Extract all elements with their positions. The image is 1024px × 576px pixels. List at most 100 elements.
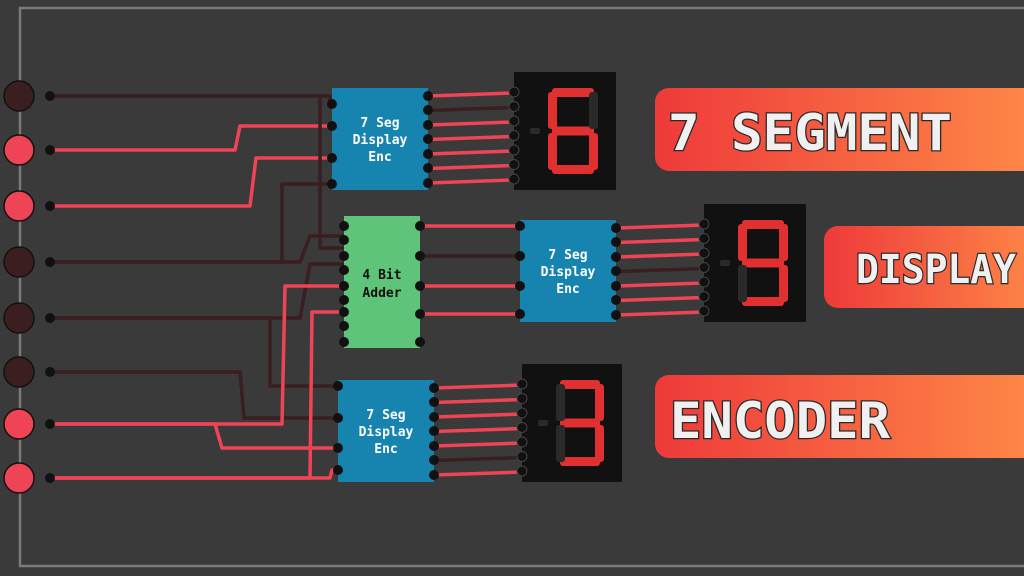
adder-label-2: Adder: [362, 286, 401, 301]
input-pin: [45, 201, 55, 211]
display-pin: [508, 144, 520, 156]
input-toggle[interactable]: [3, 134, 35, 166]
banner-3-shape: [655, 375, 1024, 458]
segment-dash: [530, 128, 540, 134]
output-wire: [615, 266, 705, 274]
chip-pin: [429, 412, 439, 422]
segment-g: [742, 258, 784, 268]
encoder-chip-mid[interactable]: 7 Seg Display Enc: [520, 220, 616, 322]
output-wire: [615, 252, 705, 259]
display-pin: [516, 451, 528, 462]
display-pin: [698, 291, 710, 302]
chip-pin: [415, 309, 425, 319]
segment-g: [552, 126, 594, 136]
chip-pin: [423, 149, 433, 159]
input-toggle[interactable]: [3, 246, 35, 278]
encoder-bottom-label-1: 7 Seg: [366, 408, 405, 423]
encoder-bottom-body: [338, 380, 434, 482]
encoder-bottom-label-2: Display: [359, 425, 414, 440]
display-pin: [698, 247, 710, 259]
chip-pin: [611, 295, 621, 305]
chip-pin: [327, 153, 337, 163]
chip-pin: [515, 221, 525, 231]
wire: [50, 182, 332, 264]
wire: [50, 284, 344, 426]
display-pin: [698, 305, 710, 317]
display-pin: [516, 407, 528, 419]
wire: [50, 262, 344, 320]
encoder-chip-top[interactable]: 7 Seg Display Enc: [332, 88, 428, 190]
chip-pin: [339, 265, 349, 275]
output-wire: [433, 426, 523, 434]
input-pin: [45, 313, 55, 323]
chip-pin: [423, 134, 433, 144]
input-toggle[interactable]: [3, 80, 35, 112]
segment-b: [589, 92, 598, 129]
output-wire: [427, 149, 515, 156]
wire: [50, 124, 330, 152]
display-pin: [508, 130, 520, 141]
input-pins: [3, 80, 55, 494]
title-banner-3: ENCODER: [655, 375, 1024, 458]
chip-pin: [515, 281, 525, 291]
display-pin: [698, 218, 710, 230]
chip-pin: [611, 281, 621, 291]
chip-pin: [423, 105, 433, 115]
chip-pin: [611, 252, 621, 262]
wires: [50, 91, 705, 480]
display-pin: [516, 465, 528, 477]
chip-pin: [423, 163, 433, 173]
title-banner-2: DISPLAY: [824, 226, 1024, 308]
output-wire: [433, 412, 523, 419]
input-toggle[interactable]: [3, 302, 35, 334]
chip-pin: [339, 337, 349, 347]
display-pin: [698, 276, 710, 288]
chip-pin: [429, 383, 439, 393]
input-toggle[interactable]: [3, 462, 35, 494]
chip-pin: [611, 310, 621, 320]
wire: [50, 94, 332, 104]
encoder-top-body: [332, 88, 428, 190]
chip-pin: [333, 465, 343, 475]
segment-dash: [720, 260, 730, 266]
encoder-top-label-2: Display: [353, 133, 408, 148]
encoder-bottom-label-3: Enc: [374, 442, 397, 457]
output-wire: [615, 295, 705, 303]
chip-pin: [327, 121, 337, 131]
title-banner-1: 7 SEGMENT: [655, 88, 1024, 171]
segment-d: [742, 297, 784, 306]
encoder-chip-bottom[interactable]: 7 Seg Display Enc: [338, 380, 434, 482]
display-pin: [516, 393, 528, 404]
chip-pin: [415, 221, 425, 231]
input-toggle[interactable]: [3, 356, 35, 388]
canvas-border: [18, 6, 1024, 568]
wire: [50, 310, 344, 480]
output-wire: [427, 105, 515, 113]
output-wire: [427, 178, 515, 185]
segment-c: [595, 425, 604, 462]
display-pin: [508, 173, 520, 185]
chip-pin: [333, 381, 343, 391]
segment-f: [738, 224, 747, 261]
segment-c: [589, 133, 598, 170]
adder-chip[interactable]: 4 Bit Adder: [344, 216, 420, 348]
output-wire: [615, 237, 705, 245]
segment-dash: [538, 420, 548, 426]
encoder-mid-label-3: Enc: [556, 282, 579, 297]
banner-1-text: 7 SEGMENT: [668, 104, 952, 162]
input-toggle[interactable]: [3, 190, 35, 222]
output-wire: [427, 163, 515, 171]
wire: [50, 468, 338, 480]
output-wire: [433, 455, 523, 463]
adder-body: [344, 216, 420, 348]
input-toggle[interactable]: [3, 408, 35, 440]
chip-pin: [339, 235, 349, 245]
chip-pin: [339, 221, 349, 231]
chip-pin: [339, 251, 349, 261]
wire: [50, 370, 338, 420]
segment-d: [552, 165, 594, 174]
display-pin: [508, 159, 520, 170]
segment-e: [738, 265, 747, 302]
chip-pin: [429, 470, 439, 480]
